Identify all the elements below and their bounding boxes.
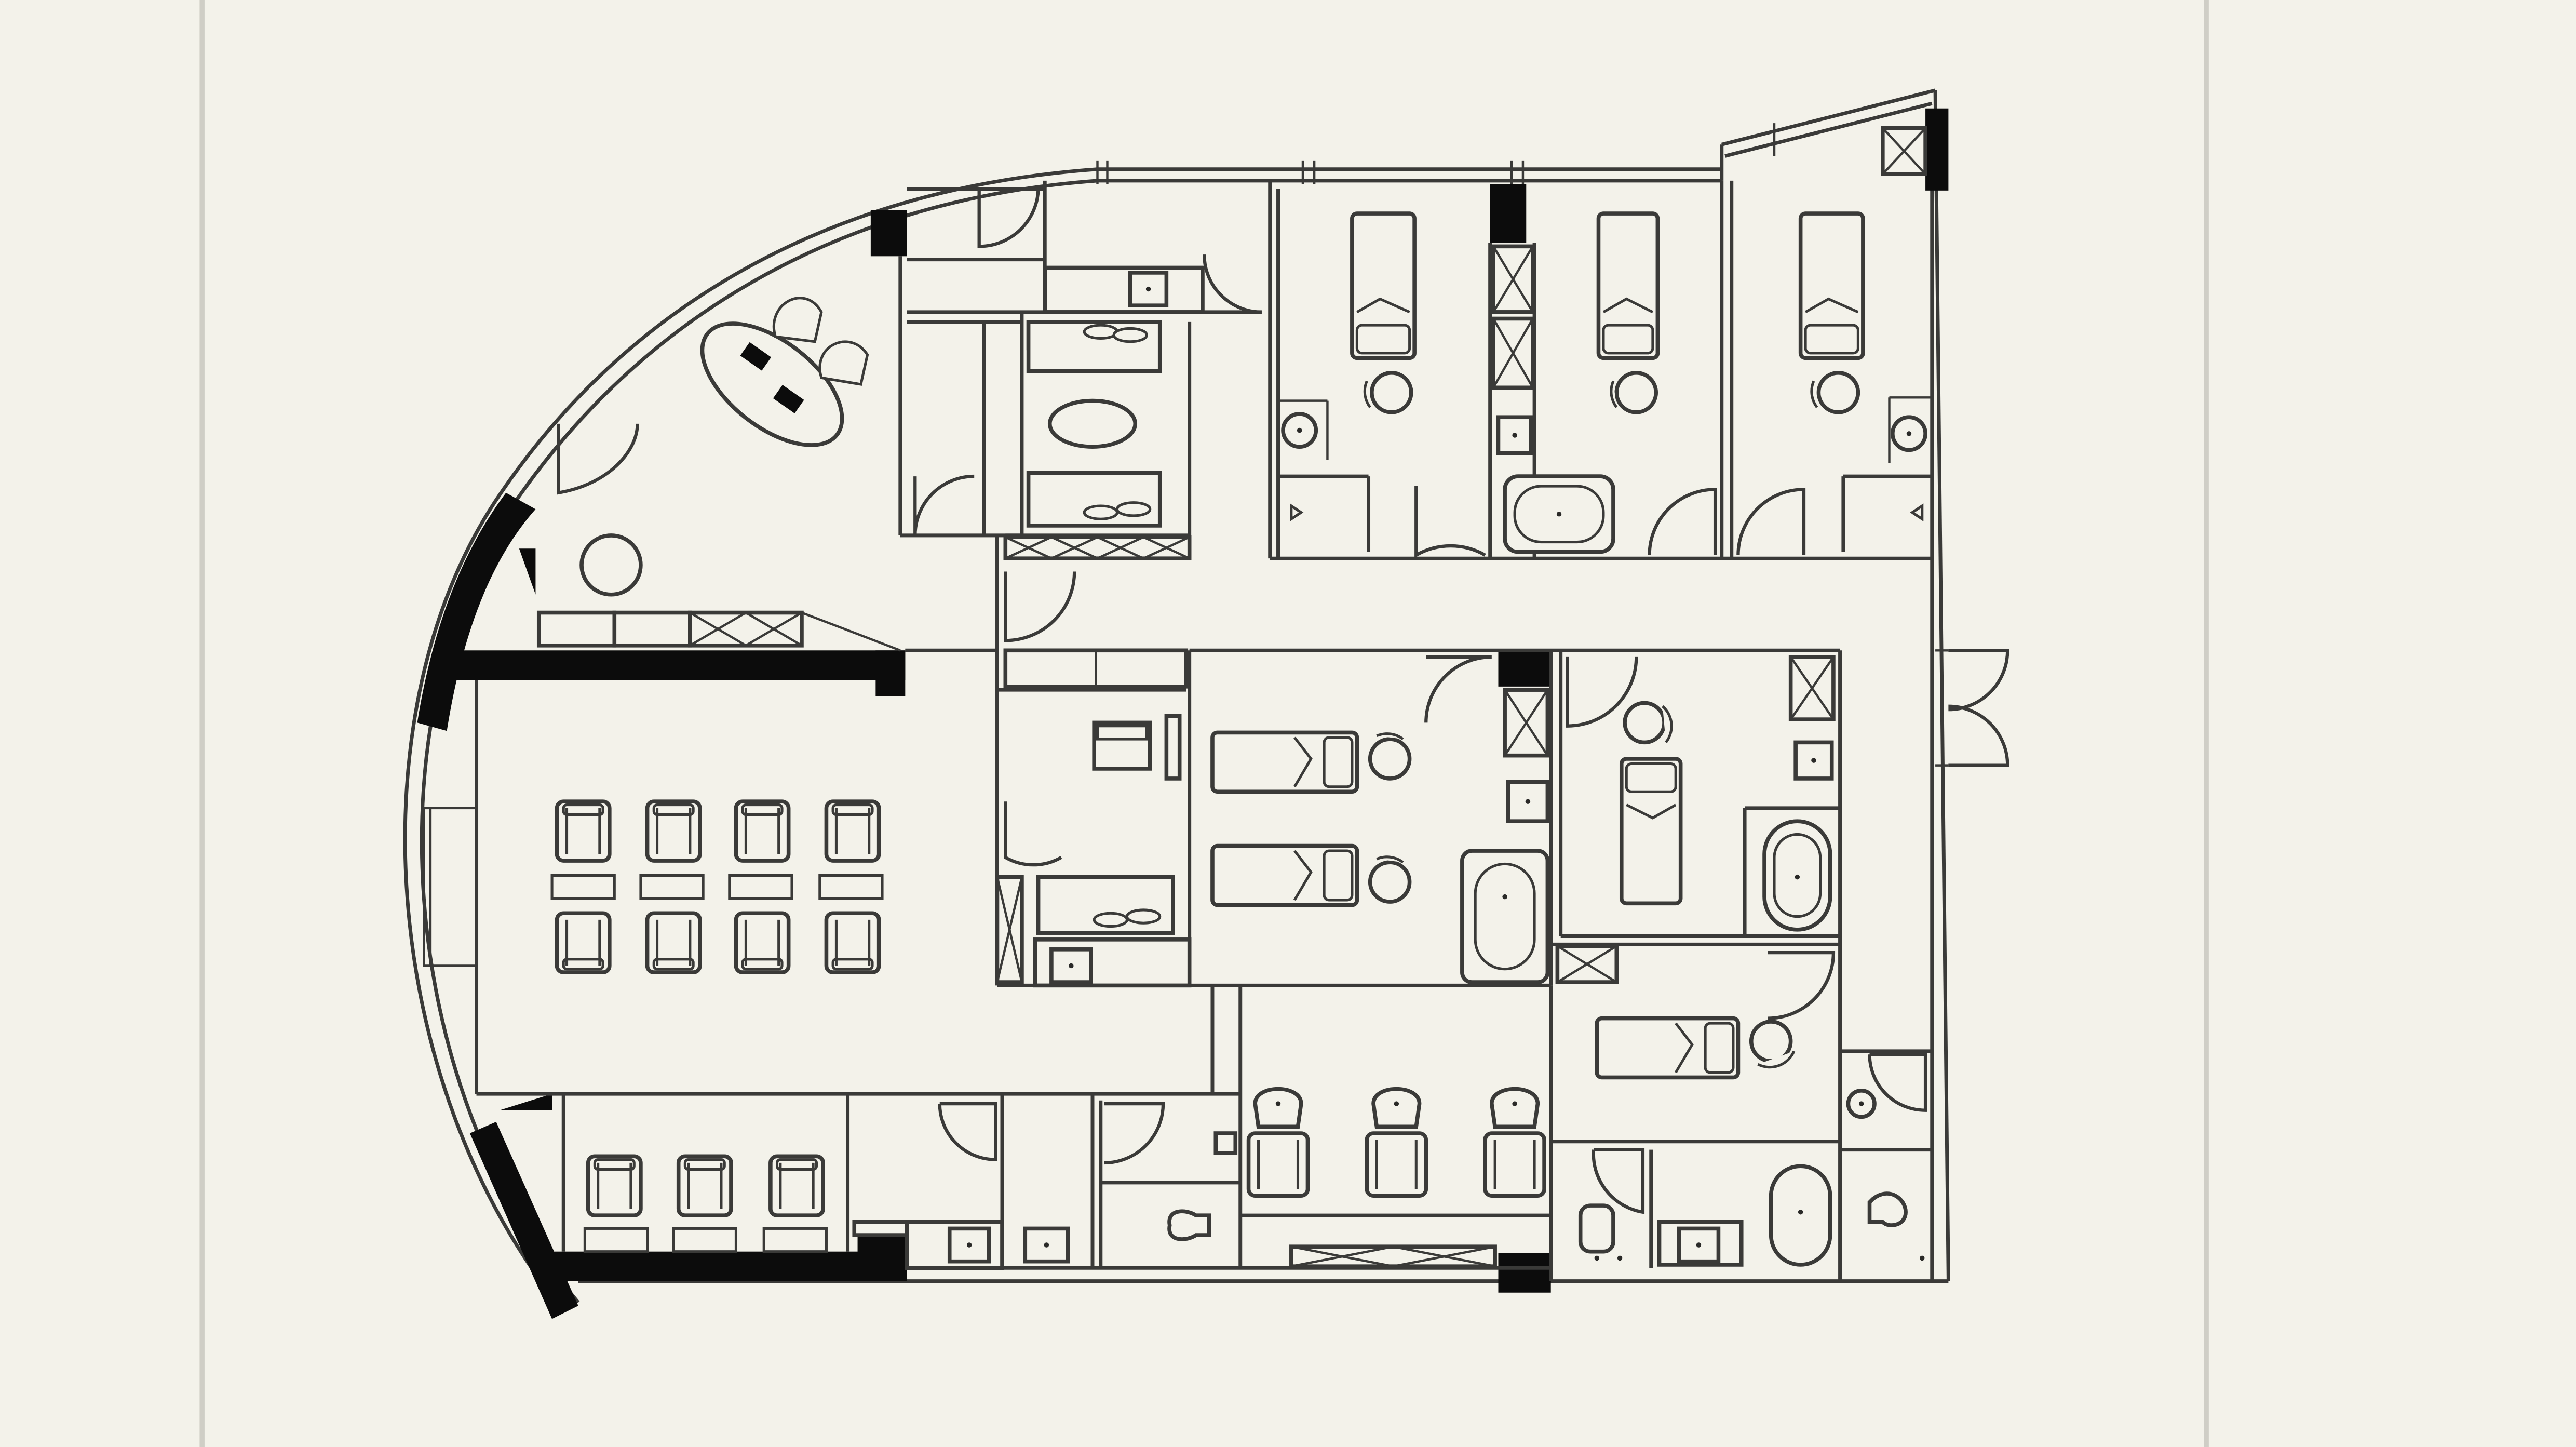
- armchair-icon: [734, 911, 791, 974]
- treatment-room-1: [1278, 211, 1417, 522]
- door-swings: [557, 189, 1927, 1214]
- door-swing-icon: [1868, 1053, 1927, 1112]
- door-swing-icon: [557, 423, 639, 495]
- round-stool-icon: [1370, 371, 1413, 414]
- side-table: [728, 874, 793, 900]
- toilet-icon: [1578, 1203, 1615, 1254]
- treatment-room-3: [1798, 126, 1932, 522]
- shampoo-chair-icon: [1483, 1087, 1546, 1198]
- laptop-icon: [740, 342, 772, 371]
- bed-icon: [1210, 730, 1359, 794]
- side-table: [583, 1227, 649, 1253]
- window-mullions: [1096, 123, 1776, 184]
- door-swing-icon: [1004, 571, 1076, 642]
- cushion-icon: [1083, 324, 1118, 340]
- coffee-table: [1047, 398, 1138, 449]
- vip-suite: [1619, 655, 1836, 932]
- door-swing-icon: [913, 474, 975, 535]
- shared-bath-top: [1491, 244, 1615, 554]
- bed-icon: [1210, 843, 1359, 907]
- cushion-icon: [1112, 327, 1148, 343]
- lounge-waiting-area: [550, 799, 884, 1253]
- shower-icon: [1290, 503, 1304, 522]
- armchair-icon: [586, 1154, 643, 1217]
- bathtub-icon: [1769, 1164, 1832, 1267]
- door-swing-icon: [1414, 486, 1486, 558]
- side-table: [818, 874, 884, 900]
- single-treatment-room: [1555, 944, 1796, 1080]
- cabinet-icon: [1289, 1244, 1497, 1268]
- side-table: [672, 1227, 737, 1253]
- door-swing-icon: [1736, 488, 1806, 555]
- reception-area: [536, 265, 1205, 652]
- consult-room: [995, 648, 1192, 988]
- cushion-icon: [1093, 912, 1128, 928]
- armchair-icon: [768, 1154, 825, 1217]
- cabinet-icon: [852, 1220, 909, 1237]
- shampoo-chair-icon: [1246, 1087, 1310, 1198]
- bed-icon: [1596, 211, 1660, 360]
- round-stool-icon: [1816, 371, 1860, 414]
- round-stool-icon: [1368, 737, 1412, 781]
- bed-icon: [1350, 211, 1417, 360]
- shampoo-chair-icon: [1365, 1087, 1428, 1198]
- armchair-icon: [824, 799, 881, 863]
- laptop-icon: [773, 384, 804, 413]
- double-treatment-room: [1210, 688, 1550, 984]
- sink-icon: [1128, 271, 1169, 307]
- bed-icon: [1595, 1016, 1741, 1080]
- reception-counter: [536, 610, 901, 652]
- armchair-icon: [734, 799, 791, 863]
- door-swing-icon: [1202, 254, 1262, 314]
- round-stool-icon: [1623, 701, 1666, 745]
- shampoo-station-area: [1246, 1087, 1546, 1198]
- entrance-double-door: [1935, 649, 2009, 767]
- door-swing-icon: [1424, 655, 1492, 723]
- toilet-icon: [1167, 1209, 1211, 1241]
- door-swing-icon: [1768, 950, 1836, 1020]
- cushion-icon: [1125, 908, 1162, 925]
- round-stool-icon: [1614, 371, 1658, 414]
- meeting-table: [700, 321, 844, 447]
- cushion-icon: [1083, 504, 1118, 520]
- vanity-counter: [1043, 265, 1205, 314]
- door-swing-icon: [938, 1102, 997, 1161]
- armchair-icon: [555, 799, 612, 863]
- cabinet-icon: [1003, 535, 1192, 560]
- armchair-icon: [555, 911, 612, 974]
- door-swing-icon: [1648, 488, 1717, 555]
- cushion-icon: [1115, 501, 1152, 517]
- bottom-rooms: [852, 1088, 1925, 1270]
- side-table: [762, 1227, 828, 1253]
- shower-icon: [1910, 503, 1924, 522]
- side-table: [550, 874, 616, 900]
- door-swing-icon: [1004, 801, 1062, 867]
- door-swing-icon: [1592, 1148, 1645, 1214]
- door-swing-icon: [1566, 656, 1638, 728]
- bed-icon: [1798, 211, 1865, 360]
- desk-chair-icon: [772, 297, 869, 386]
- treatment-room-2: [1596, 211, 1660, 414]
- toilet-icon: [1867, 1191, 1908, 1227]
- armchair-icon: [824, 911, 881, 974]
- armchair-icon: [676, 1154, 733, 1217]
- bed-icon: [1619, 757, 1683, 906]
- round-stool-icon: [1368, 860, 1412, 904]
- door-swing-icon: [977, 189, 1040, 248]
- door-swing-icon: [1104, 1102, 1165, 1165]
- side-table: [639, 874, 705, 900]
- armchair-icon: [645, 799, 702, 863]
- round-table: [579, 533, 643, 597]
- armchair-icon: [645, 911, 702, 974]
- sink-icon: [1677, 1226, 1721, 1264]
- structural-walls: [417, 108, 1949, 1319]
